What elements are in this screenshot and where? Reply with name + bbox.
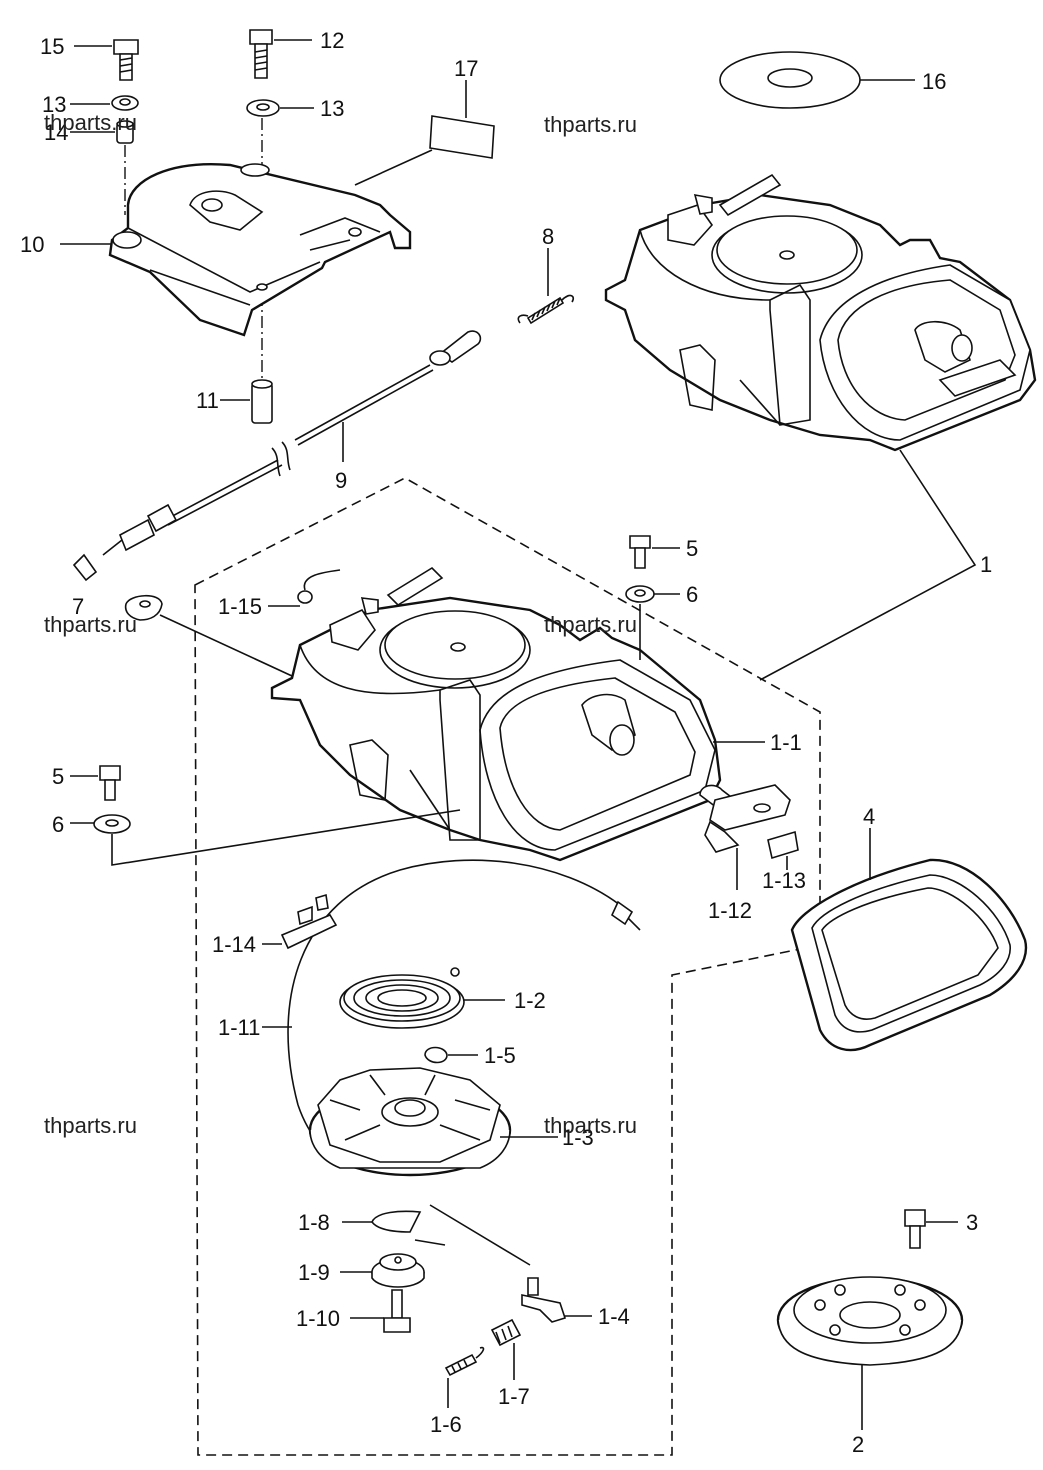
- callout-14: 14: [44, 120, 68, 145]
- callout-3: 3: [966, 1210, 978, 1235]
- starter-case-1-1: [270, 566, 722, 862]
- starter-pulley-2: [776, 1276, 964, 1366]
- callout-1-12: 1-12: [708, 898, 752, 923]
- callout-5-right: 5: [686, 536, 698, 561]
- insert-1-13: [767, 830, 799, 860]
- watermark: thparts.ru: [44, 1113, 137, 1138]
- callout-13-right: 13: [320, 96, 344, 121]
- assembly-1-boundary: [194, 477, 821, 1456]
- callout-13-left: 13: [42, 92, 66, 117]
- callout-1-4: 1-4: [598, 1304, 630, 1329]
- washer-6-right: [625, 585, 655, 603]
- callout-5-left: 5: [52, 764, 64, 789]
- spring-1-6: [444, 1346, 485, 1377]
- handle-1-12: [699, 784, 791, 853]
- watermark: thparts.ru: [544, 112, 637, 137]
- callout-11: 11: [196, 388, 219, 413]
- frame-4: [790, 858, 1028, 1052]
- bolt-5-right: [629, 535, 651, 569]
- callout-8: 8: [542, 224, 554, 249]
- callout-16: 16: [922, 69, 946, 94]
- callout-1-15: 1-15: [218, 594, 262, 619]
- callout-9: 9: [335, 468, 347, 493]
- spring-1-15: [297, 569, 341, 604]
- bolt-15: [113, 39, 139, 81]
- callout-10: 10: [20, 232, 44, 257]
- cover-10: [108, 163, 412, 337]
- lever-1-14: [280, 893, 338, 950]
- callout-1-3: 1-3: [562, 1125, 594, 1150]
- pawl-1-8: [371, 1210, 422, 1233]
- reel-1-3: [308, 1067, 512, 1177]
- collar-11: [251, 379, 273, 424]
- spring-8: [517, 294, 575, 325]
- watermark: thparts.ru: [44, 110, 137, 135]
- callout-1-1: 1-1: [770, 730, 802, 755]
- callout-1-7: 1-7: [498, 1384, 530, 1409]
- callout-15: 15: [40, 34, 64, 59]
- callout-4: 4: [863, 804, 875, 829]
- rope-guide-7: [124, 594, 163, 621]
- leader-1: [759, 449, 977, 681]
- callout-1-5: 1-5: [484, 1043, 516, 1068]
- callout-17: 17: [454, 56, 478, 81]
- spring-1-7: [490, 1318, 522, 1347]
- watermark: thparts.ru: [544, 612, 637, 637]
- bolt-5-left: [99, 765, 121, 801]
- screw-1-10: [383, 1289, 411, 1333]
- callout-1-2: 1-2: [514, 988, 546, 1013]
- recoil-starter-assembly-1: [604, 173, 1037, 452]
- callout-12: 12: [320, 28, 344, 53]
- watermark: thparts.ru: [544, 1113, 637, 1138]
- watermark: thparts.ru: [44, 612, 137, 637]
- callout-1-13: 1-13: [762, 868, 806, 893]
- bolt-3: [904, 1209, 926, 1249]
- callout-1-6: 1-6: [430, 1412, 462, 1437]
- washer-6-left: [93, 814, 131, 834]
- bolt-12: [249, 29, 273, 79]
- throttle-cable-9: [72, 330, 482, 582]
- callout-7: 7: [72, 594, 84, 619]
- spiral-spring-1-2: [339, 967, 465, 1029]
- callout-1-14: 1-14: [212, 932, 256, 957]
- callout-1-9: 1-9: [298, 1260, 330, 1285]
- callout-1: 1: [980, 552, 992, 577]
- callout-2: 2: [852, 1432, 864, 1457]
- collar-14: [116, 120, 134, 144]
- washer-13-right: [246, 99, 280, 117]
- callout-1-8: 1-8: [298, 1210, 330, 1235]
- pawl-guide-1-9: [371, 1253, 425, 1288]
- callout-6-right: 6: [686, 582, 698, 607]
- callout-1-11: 1-11: [218, 1015, 260, 1040]
- label-plate-17: [429, 115, 495, 159]
- plate-16: [719, 51, 861, 109]
- callout-6-left: 6: [52, 812, 64, 837]
- friction-plate-1-4: [521, 1277, 567, 1323]
- callout-1-10: 1-10: [296, 1306, 340, 1331]
- clip-1-5: [424, 1046, 448, 1064]
- washer-13-left: [111, 95, 139, 111]
